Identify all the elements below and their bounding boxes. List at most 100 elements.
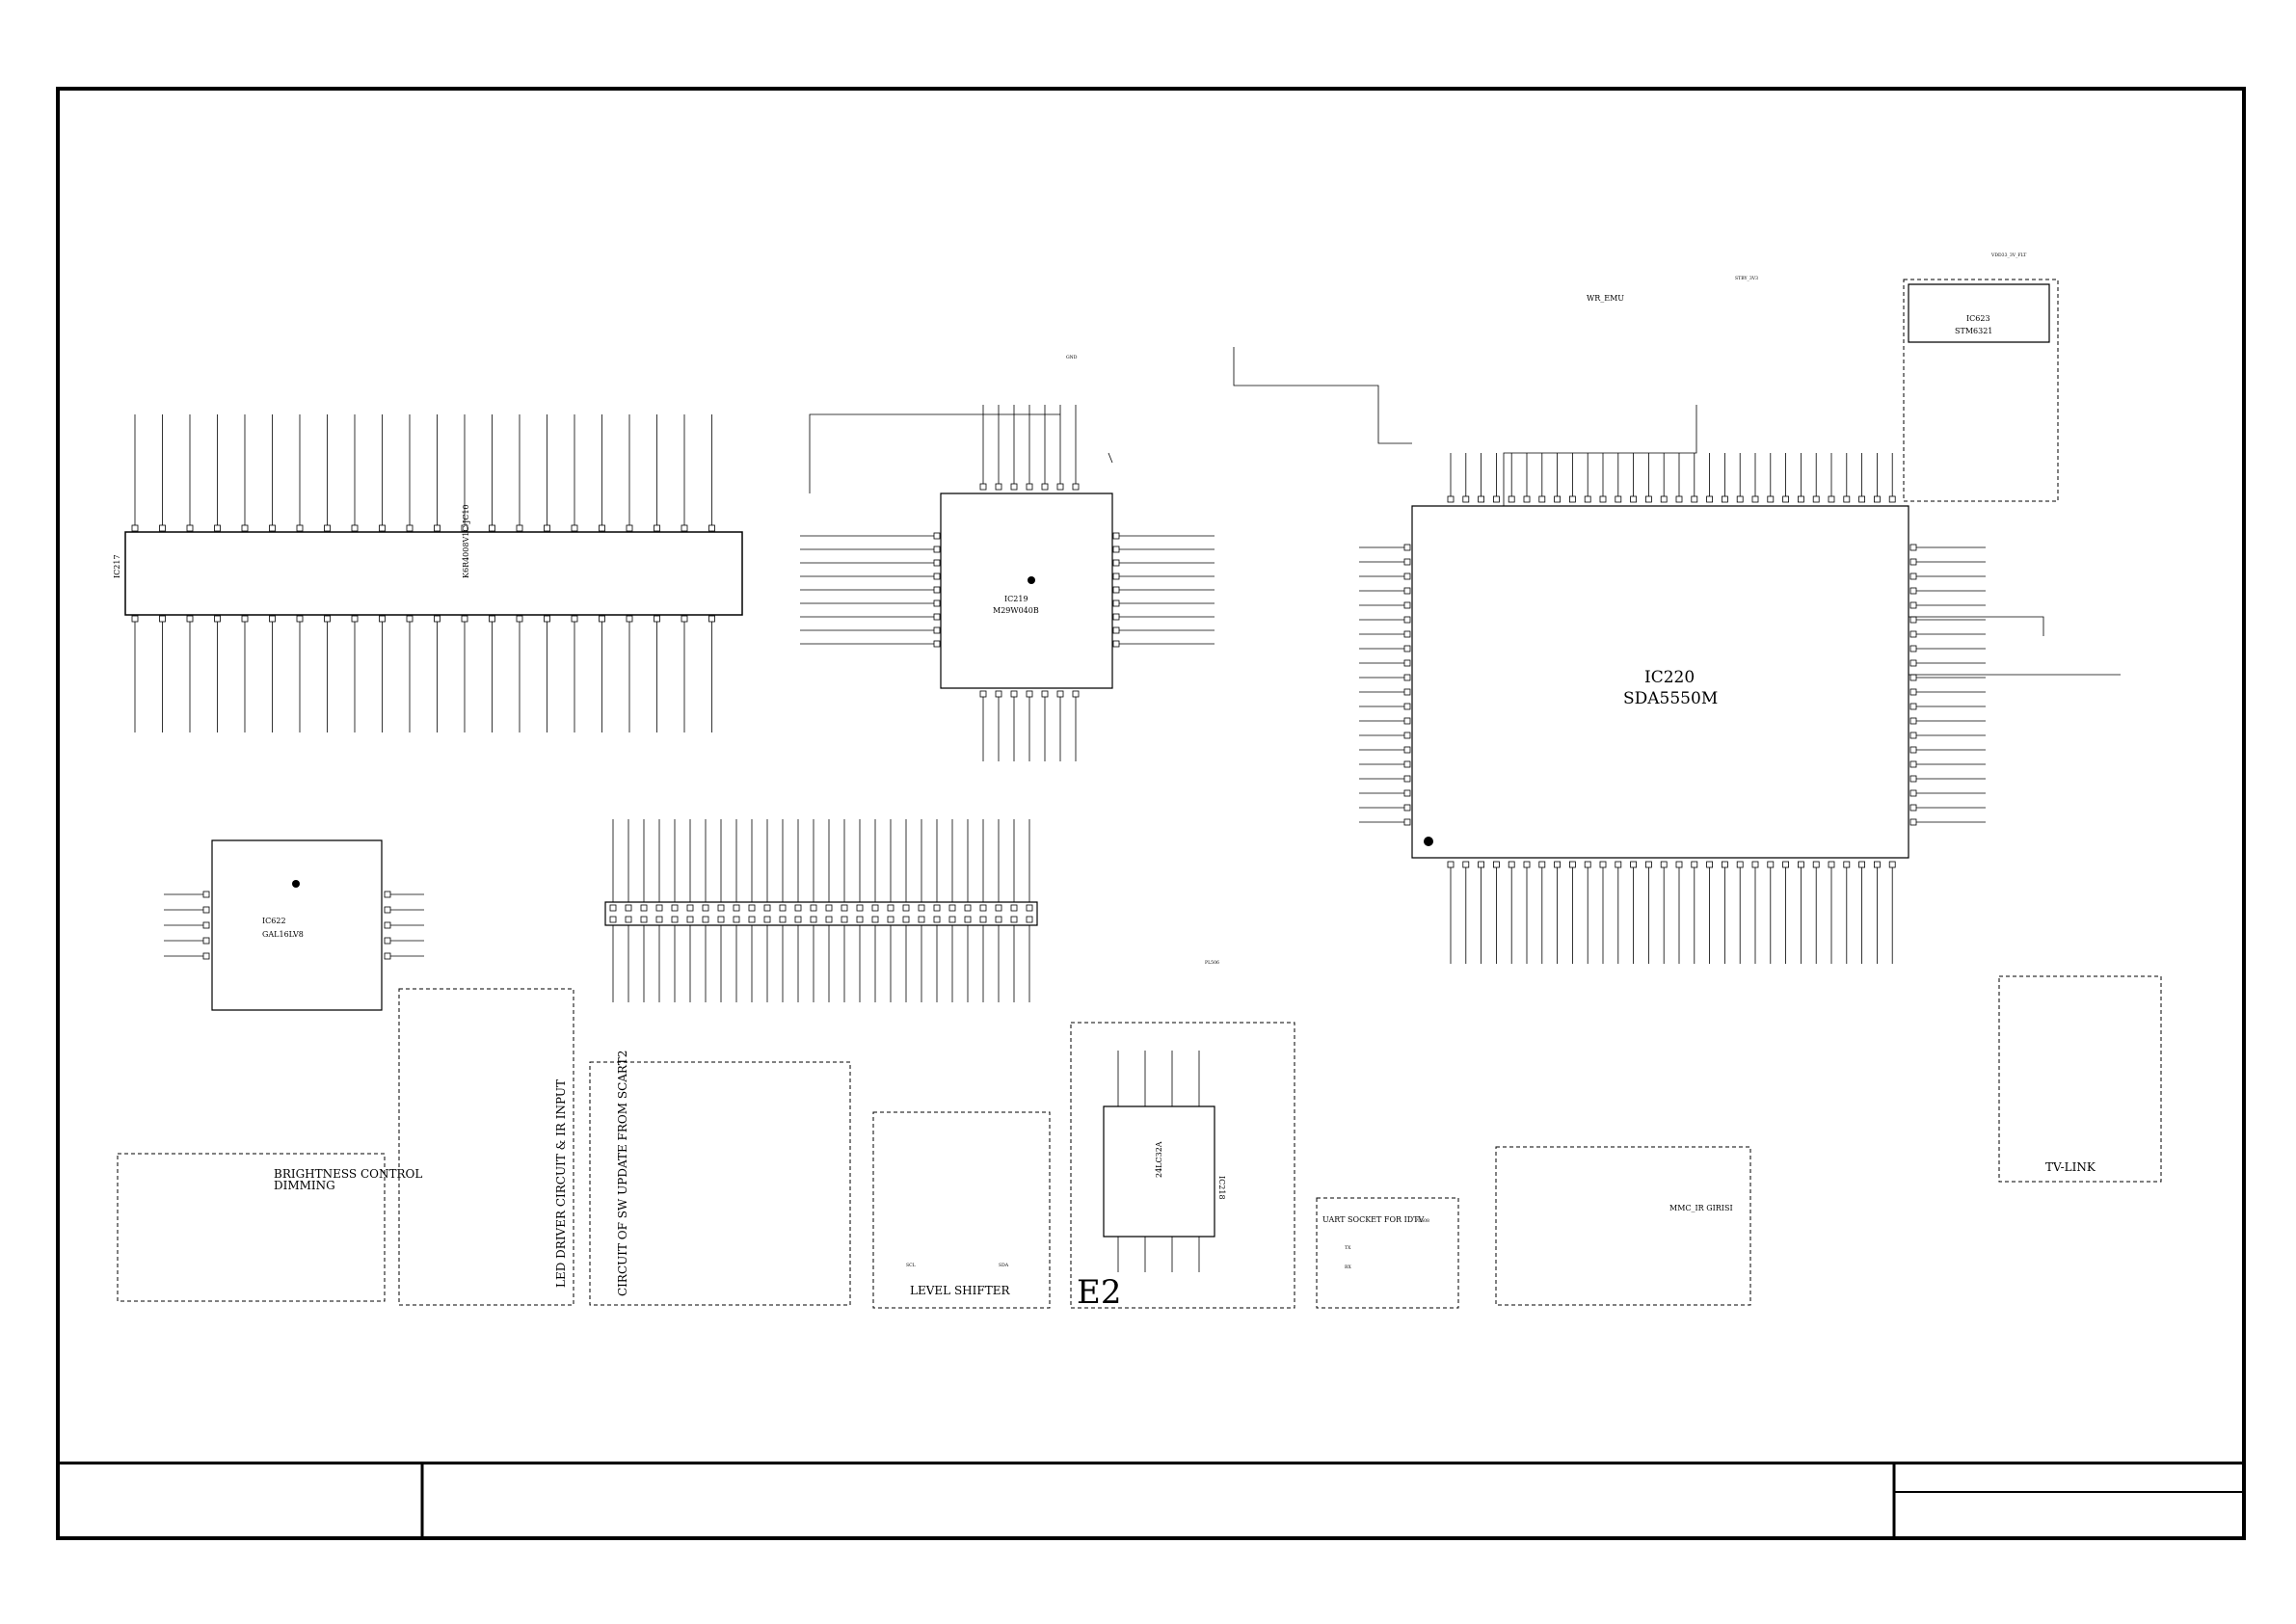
ic220-pin-bottom xyxy=(1508,861,1515,868)
ic217-pin-bottom xyxy=(544,615,550,623)
header-pin-bottom xyxy=(1010,916,1018,923)
ic220-pin-right xyxy=(1909,775,1917,783)
header-pin-top xyxy=(733,904,740,912)
header-pin-bottom xyxy=(794,916,802,923)
ic220-pin-left xyxy=(1403,659,1411,667)
ic217-pin-bottom xyxy=(159,615,166,623)
ic217-pin-bottom xyxy=(571,615,578,623)
ic220-pin-bottom xyxy=(1447,861,1455,868)
ic220-pin-right xyxy=(1909,587,1917,595)
ic217-pin-bottom xyxy=(461,615,468,623)
net-gnd: GND xyxy=(1066,355,1078,360)
ic220-pin-right xyxy=(1909,703,1917,710)
ic217-pin-bottom xyxy=(654,615,660,623)
ic220-pin-right xyxy=(1909,688,1917,696)
ic220-pin-top xyxy=(1508,495,1515,503)
ic220-pin-left xyxy=(1403,746,1411,754)
ic217-ref: IC217 xyxy=(113,554,121,578)
ic220-pin-bottom xyxy=(1660,861,1668,868)
ic220-pin-top xyxy=(1843,495,1851,503)
ic220-pin-top xyxy=(1523,495,1531,503)
ic219-pin-top xyxy=(1010,483,1018,491)
ic217-pin-top xyxy=(516,524,523,532)
ic220-pin-right xyxy=(1909,804,1917,812)
header-pin-bottom xyxy=(918,916,925,923)
header-pin-bottom xyxy=(748,916,756,923)
ic220-pin-bottom xyxy=(1751,861,1759,868)
ic219-pin-right xyxy=(1112,572,1120,580)
ic217-pin-top xyxy=(434,524,441,532)
ic220-pin-top xyxy=(1691,495,1698,503)
ic220-pin-left xyxy=(1403,804,1411,812)
ic219-pin-right xyxy=(1112,626,1120,634)
ic220-mcu: IC220 SDA5550M xyxy=(1412,506,1909,858)
ic219-pin1-dot xyxy=(1028,576,1035,584)
ic219-flash: IC219 M29W040B xyxy=(941,493,1112,688)
ic217-pin-top xyxy=(351,524,359,532)
ic220-pin-top xyxy=(1630,495,1637,503)
ic217-pin-bottom xyxy=(269,615,276,623)
ic220-pin-top xyxy=(1888,495,1896,503)
header-pin-top xyxy=(964,904,972,912)
ic219-pin-top xyxy=(1056,483,1064,491)
header-pin-top xyxy=(856,904,864,912)
header-pin-bottom xyxy=(825,916,833,923)
ic220-pin-bottom xyxy=(1798,861,1804,868)
ic220-pin-left xyxy=(1403,703,1411,710)
ic622-ref: IC622 xyxy=(262,917,286,925)
ic217-pin-bottom xyxy=(186,615,194,623)
header-pin-top xyxy=(887,904,894,912)
ic219-pin-bottom xyxy=(1056,690,1064,698)
ic220-pin-right xyxy=(1909,645,1917,652)
ic220-pin-left xyxy=(1403,732,1411,739)
ic217-pin-bottom xyxy=(324,615,331,623)
tv-link-title: TV-LINK xyxy=(2045,1160,2096,1174)
ic219-pin-left xyxy=(933,599,941,607)
ic219-pin-left xyxy=(933,626,941,634)
ic220-pin-left xyxy=(1403,558,1411,566)
ic220-pin-top xyxy=(1584,495,1591,503)
ic220-pin-left xyxy=(1403,688,1411,696)
ic217-sram: IC217 K6R4008V1C-JC10 xyxy=(113,504,742,615)
block-supervisor xyxy=(1903,279,2059,502)
ic219-pin-left xyxy=(933,572,941,580)
header-pin-top xyxy=(625,904,632,912)
ic220-pin-left xyxy=(1403,645,1411,652)
level-shifter-title: LEVEL SHIFTER xyxy=(910,1284,1010,1297)
header-pin-top xyxy=(1010,904,1018,912)
ic220-pin-bottom xyxy=(1874,861,1881,868)
ic220-pin-bottom xyxy=(1736,861,1744,868)
trace-f xyxy=(1108,453,1112,463)
ic220-pin-bottom xyxy=(1888,861,1896,868)
ic219-pin-left xyxy=(933,532,941,540)
ic220-pin-right xyxy=(1909,746,1917,754)
drawing-frame xyxy=(58,89,2244,1538)
ic220-pin-bottom xyxy=(1599,861,1607,868)
ic217-pin-top xyxy=(654,524,660,532)
ic622-pin-left xyxy=(202,906,210,914)
header-pin-top xyxy=(1026,904,1033,912)
ic220-pin-top xyxy=(1736,495,1744,503)
net-pl506: PL506 xyxy=(1205,960,1219,966)
header-pin-bottom xyxy=(655,916,663,923)
ic217-pin-top xyxy=(269,524,276,532)
ic220-pin-right xyxy=(1909,789,1917,797)
ic217-pin-top xyxy=(708,524,715,532)
ic217-pin-top xyxy=(159,524,166,532)
ic219-pin-right xyxy=(1112,640,1120,648)
header-pin-bottom xyxy=(933,916,941,923)
ic220-pin-bottom xyxy=(1615,861,1622,868)
ic220-pin-top xyxy=(1599,495,1607,503)
ic217-pin-top xyxy=(544,524,550,532)
ic220-pin-top xyxy=(1858,495,1865,503)
ic220-pin-right xyxy=(1909,760,1917,768)
ic219-pin-top xyxy=(1026,483,1033,491)
ic220-pin-top xyxy=(1828,495,1835,503)
ic219-pin-left xyxy=(933,640,941,648)
ic220-pin-top xyxy=(1798,495,1804,503)
header-pin-bottom xyxy=(1026,916,1033,923)
header-pin-top xyxy=(841,904,848,912)
ic218-part: 24LC32A xyxy=(1155,1141,1163,1178)
ic219-pin-top xyxy=(1072,483,1080,491)
ic622-pin-left xyxy=(202,891,210,898)
